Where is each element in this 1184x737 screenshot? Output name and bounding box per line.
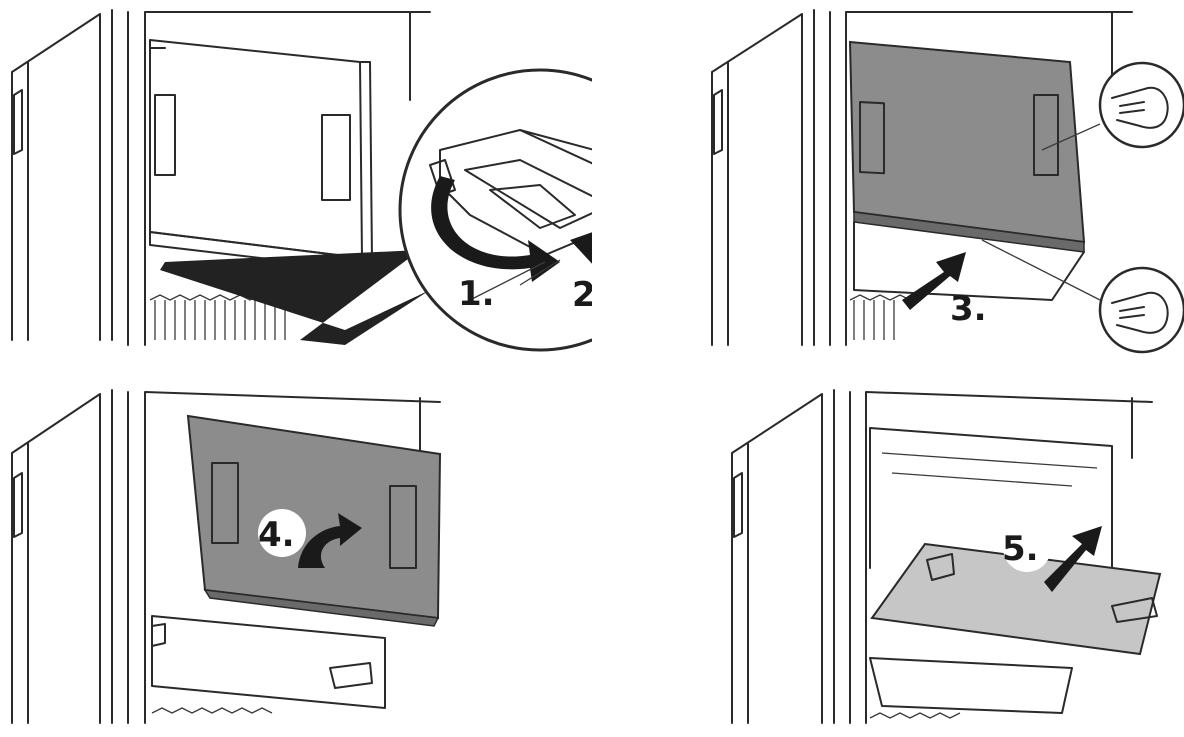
panel-step-5: 5. [592, 368, 1184, 737]
straight-arrow-step-2 [570, 232, 592, 264]
zoom-circle [398, 68, 592, 352]
shelf-dark [848, 40, 1086, 244]
arrow-step-5 [1044, 526, 1102, 592]
zoom-pointer [160, 250, 430, 345]
step-label-4: 4. [258, 515, 295, 555]
door-panel [149, 39, 363, 259]
shelf-light [870, 542, 1162, 656]
step-label-2: 2. [572, 275, 592, 315]
curved-arrow-step-1 [431, 176, 560, 282]
hand-icon-bottom [1098, 266, 1184, 354]
panel-step-3: 3. [592, 0, 1184, 368]
shelf-dark-lifted [186, 414, 442, 620]
arrow-step-4 [298, 513, 362, 568]
door-edge [11, 9, 113, 341]
cabinet-frame [127, 11, 431, 346]
step-label-1: 1. [458, 274, 495, 314]
step-label-5: 5. [1002, 529, 1039, 569]
arrow-step-3 [902, 252, 966, 310]
hand-icon-top [1098, 61, 1184, 149]
step-label-3: 3. [950, 289, 987, 329]
panel-step-4: 4. [0, 368, 592, 737]
panel-steps-1-2: 1. 2. [0, 0, 592, 368]
